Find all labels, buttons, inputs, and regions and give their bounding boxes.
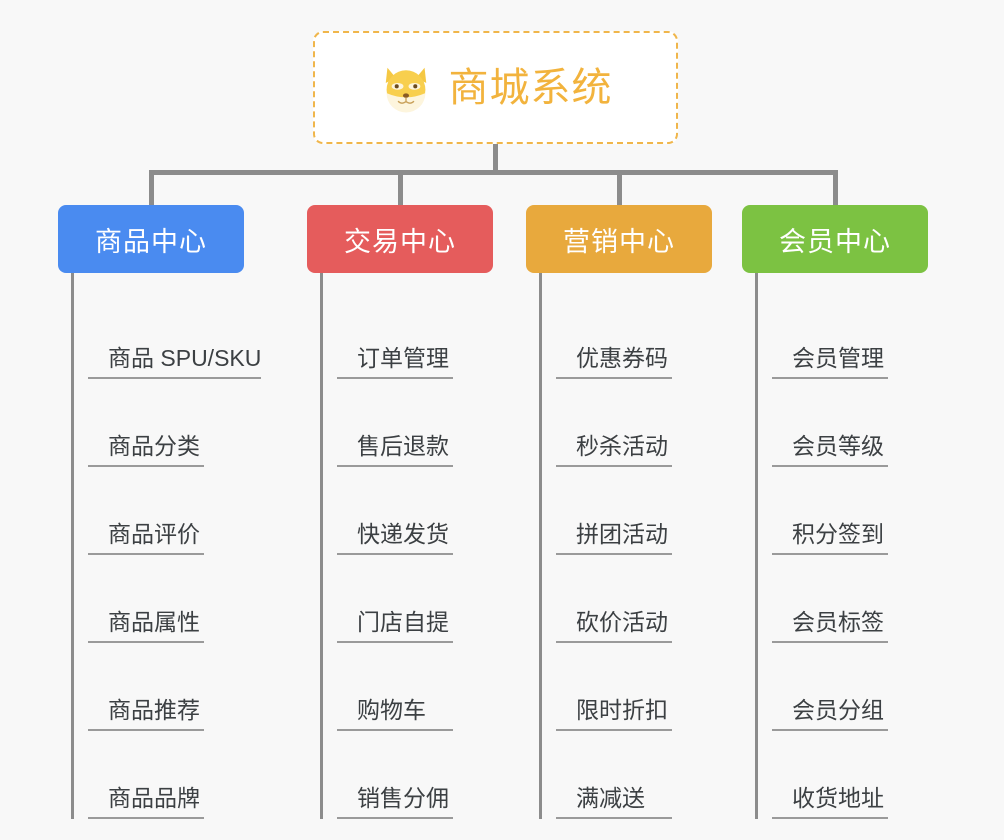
list-item[interactable]: 商品分类	[88, 379, 288, 467]
list-item[interactable]: 商品品牌	[88, 731, 288, 819]
category-box[interactable]: 营销中心	[526, 205, 712, 273]
connector-drop-branch-3	[617, 170, 622, 205]
connector-drop-branch-4	[833, 170, 838, 205]
list-item[interactable]: 商品属性	[88, 555, 288, 643]
branch-marketing-center: 营销中心 优惠券码 秒杀活动 拼团活动 砍价活动 限时折扣 满减送	[526, 205, 756, 819]
leaf-label: 限时折扣	[556, 697, 672, 731]
list-item[interactable]: 商品 SPU/SKU	[88, 291, 288, 379]
branch-trade-center: 交易中心 订单管理 售后退款 快递发货 门店自提 购物车 销售分佣	[307, 205, 537, 819]
category-box[interactable]: 会员中心	[742, 205, 928, 273]
branch-member-center: 会员中心 会员管理 会员等级 积分签到 会员标签 会员分组 收货地址	[742, 205, 972, 819]
leaf-label: 秒杀活动	[556, 433, 672, 467]
leaf-label: 售后退款	[337, 433, 453, 467]
leaf-label: 商品品牌	[88, 785, 204, 819]
list-item[interactable]: 会员管理	[772, 291, 972, 379]
list-item[interactable]: 秒杀活动	[556, 379, 756, 467]
list-item[interactable]: 限时折扣	[556, 643, 756, 731]
list-item[interactable]: 优惠券码	[556, 291, 756, 379]
leaf-list: 会员管理 会员等级 积分签到 会员标签 会员分组 收货地址	[755, 273, 972, 819]
leaf-label: 积分签到	[772, 521, 888, 555]
list-item[interactable]: 商品评价	[88, 467, 288, 555]
leaf-label: 拼团活动	[556, 521, 672, 555]
list-item[interactable]: 会员标签	[772, 555, 972, 643]
list-item[interactable]: 订单管理	[337, 291, 537, 379]
leaf-label: 快递发货	[337, 521, 453, 555]
list-item[interactable]: 积分签到	[772, 467, 972, 555]
leaf-label: 门店自提	[337, 609, 453, 643]
leaf-label: 商品 SPU/SKU	[88, 345, 262, 379]
list-item[interactable]: 拼团活动	[556, 467, 756, 555]
leaf-list: 订单管理 售后退款 快递发货 门店自提 购物车 销售分佣	[320, 273, 537, 819]
leaf-label: 购物车	[337, 697, 453, 731]
list-item[interactable]: 满减送	[556, 731, 756, 819]
leaf-label: 满减送	[556, 785, 672, 819]
list-item[interactable]: 收货地址	[772, 731, 972, 819]
leaf-label: 商品评价	[88, 521, 204, 555]
connector-drop-branch-2	[398, 170, 403, 205]
connector-horizontal-bus	[149, 170, 837, 175]
list-item[interactable]: 购物车	[337, 643, 537, 731]
leaf-label: 砍价活动	[556, 609, 672, 643]
leaf-label: 优惠券码	[556, 345, 672, 379]
branch-product-center: 商品中心 商品 SPU/SKU 商品分类 商品评价 商品属性 商品推荐 商品品牌	[58, 205, 288, 819]
leaf-label: 会员分组	[772, 697, 888, 731]
list-item[interactable]: 售后退款	[337, 379, 537, 467]
list-item[interactable]: 商品推荐	[88, 643, 288, 731]
list-item[interactable]: 砍价活动	[556, 555, 756, 643]
leaf-label: 会员等级	[772, 433, 888, 467]
leaf-label: 销售分佣	[337, 785, 453, 819]
leaf-list: 商品 SPU/SKU 商品分类 商品评价 商品属性 商品推荐 商品品牌	[71, 273, 288, 819]
connector-root-stem	[493, 144, 498, 172]
root-node[interactable]: 商城系统	[313, 31, 678, 144]
list-item[interactable]: 会员等级	[772, 379, 972, 467]
list-item[interactable]: 门店自提	[337, 555, 537, 643]
connector-drop-branch-1	[149, 170, 154, 205]
list-item[interactable]: 销售分佣	[337, 731, 537, 819]
shiba-dog-face-icon	[385, 67, 426, 112]
category-box[interactable]: 商品中心	[58, 205, 244, 273]
root-title: 商城系统	[448, 65, 613, 110]
leaf-label: 收货地址	[772, 785, 888, 819]
list-item[interactable]: 快递发货	[337, 467, 537, 555]
leaf-label: 会员管理	[772, 345, 888, 379]
category-box[interactable]: 交易中心	[307, 205, 493, 273]
leaf-label: 会员标签	[772, 609, 888, 643]
leaf-label: 订单管理	[337, 345, 453, 379]
leaf-label: 商品分类	[88, 433, 204, 467]
list-item[interactable]: 会员分组	[772, 643, 972, 731]
leaf-list: 优惠券码 秒杀活动 拼团活动 砍价活动 限时折扣 满减送	[539, 273, 756, 819]
leaf-label: 商品属性	[88, 609, 204, 643]
leaf-label: 商品推荐	[88, 697, 204, 731]
